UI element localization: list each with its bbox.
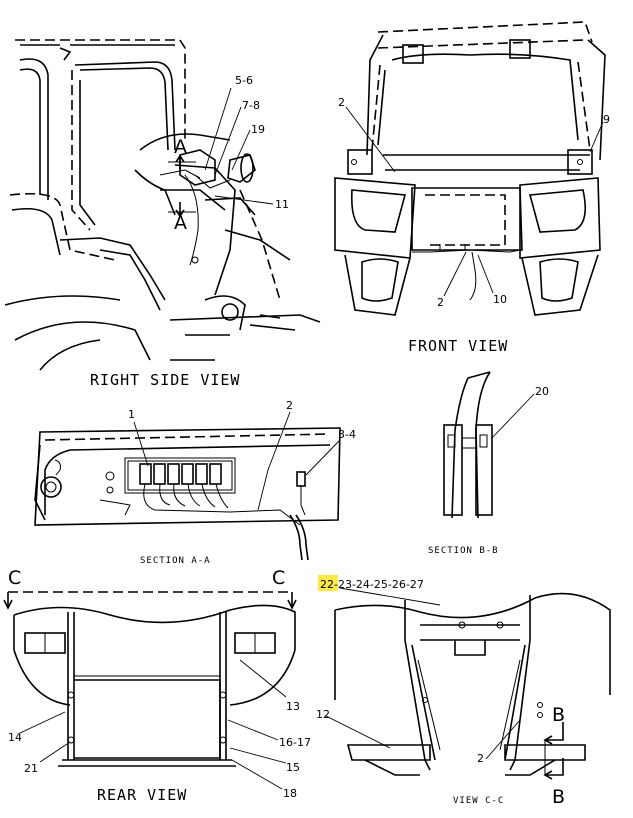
callout-13: 13 — [286, 700, 300, 713]
section-marker-b-bottom: B — [552, 786, 565, 808]
callout-18: 18 — [283, 787, 297, 800]
right-side-view — [4, 39, 321, 371]
callout-11: 11 — [275, 198, 289, 211]
callout-22-highlighted: 22 — [320, 578, 334, 591]
callout-23-27: -23-24-25-26-27 — [334, 578, 424, 591]
view-cc — [325, 587, 611, 780]
view-marker-c-right: C — [272, 567, 285, 589]
callout-3-4: 3-4 — [338, 428, 356, 441]
callout-12: 12 — [316, 708, 330, 721]
callout-19: 19 — [251, 123, 265, 136]
callout-14: 14 — [8, 731, 22, 744]
right-side-view-title: RIGHT SIDE VIEW — [90, 371, 240, 389]
callout-1: 1 — [128, 408, 135, 421]
rear-view-title: REAR VIEW — [97, 786, 187, 804]
callout-7-8: 7-8 — [242, 99, 260, 112]
front-view-title: FRONT VIEW — [408, 337, 508, 355]
section-bb — [443, 371, 535, 519]
callout-15: 15 — [286, 761, 300, 774]
view-cc-title: VIEW C-C — [453, 796, 504, 806]
front-view — [334, 21, 606, 316]
callout-21: 21 — [24, 762, 38, 775]
callout-front-2-bottom: 2 — [437, 296, 444, 309]
section-aa-title: SECTION A-A — [140, 556, 211, 566]
callout-20: 20 — [535, 385, 549, 398]
section-marker-a-bottom: A — [174, 212, 187, 234]
callout-cc-2: 2 — [477, 752, 484, 765]
view-marker-c-left: C — [8, 567, 21, 589]
callout-highlight — [318, 575, 338, 591]
section-aa — [34, 411, 341, 561]
section-marker-b-top: B — [552, 704, 565, 726]
callout-9: 9 — [603, 113, 610, 126]
callout-front-2-top: 2 — [338, 96, 345, 109]
callout-section-2: 2 — [286, 399, 293, 412]
callout-5-6: 5-6 — [235, 74, 253, 87]
section-bb-title: SECTION B-B — [428, 546, 499, 556]
callout-16-17: 16-17 — [279, 736, 311, 749]
rear-view — [3, 591, 297, 790]
section-marker-a-top: A — [174, 136, 187, 158]
callout-10: 10 — [493, 293, 507, 306]
connector-block — [139, 463, 222, 485]
